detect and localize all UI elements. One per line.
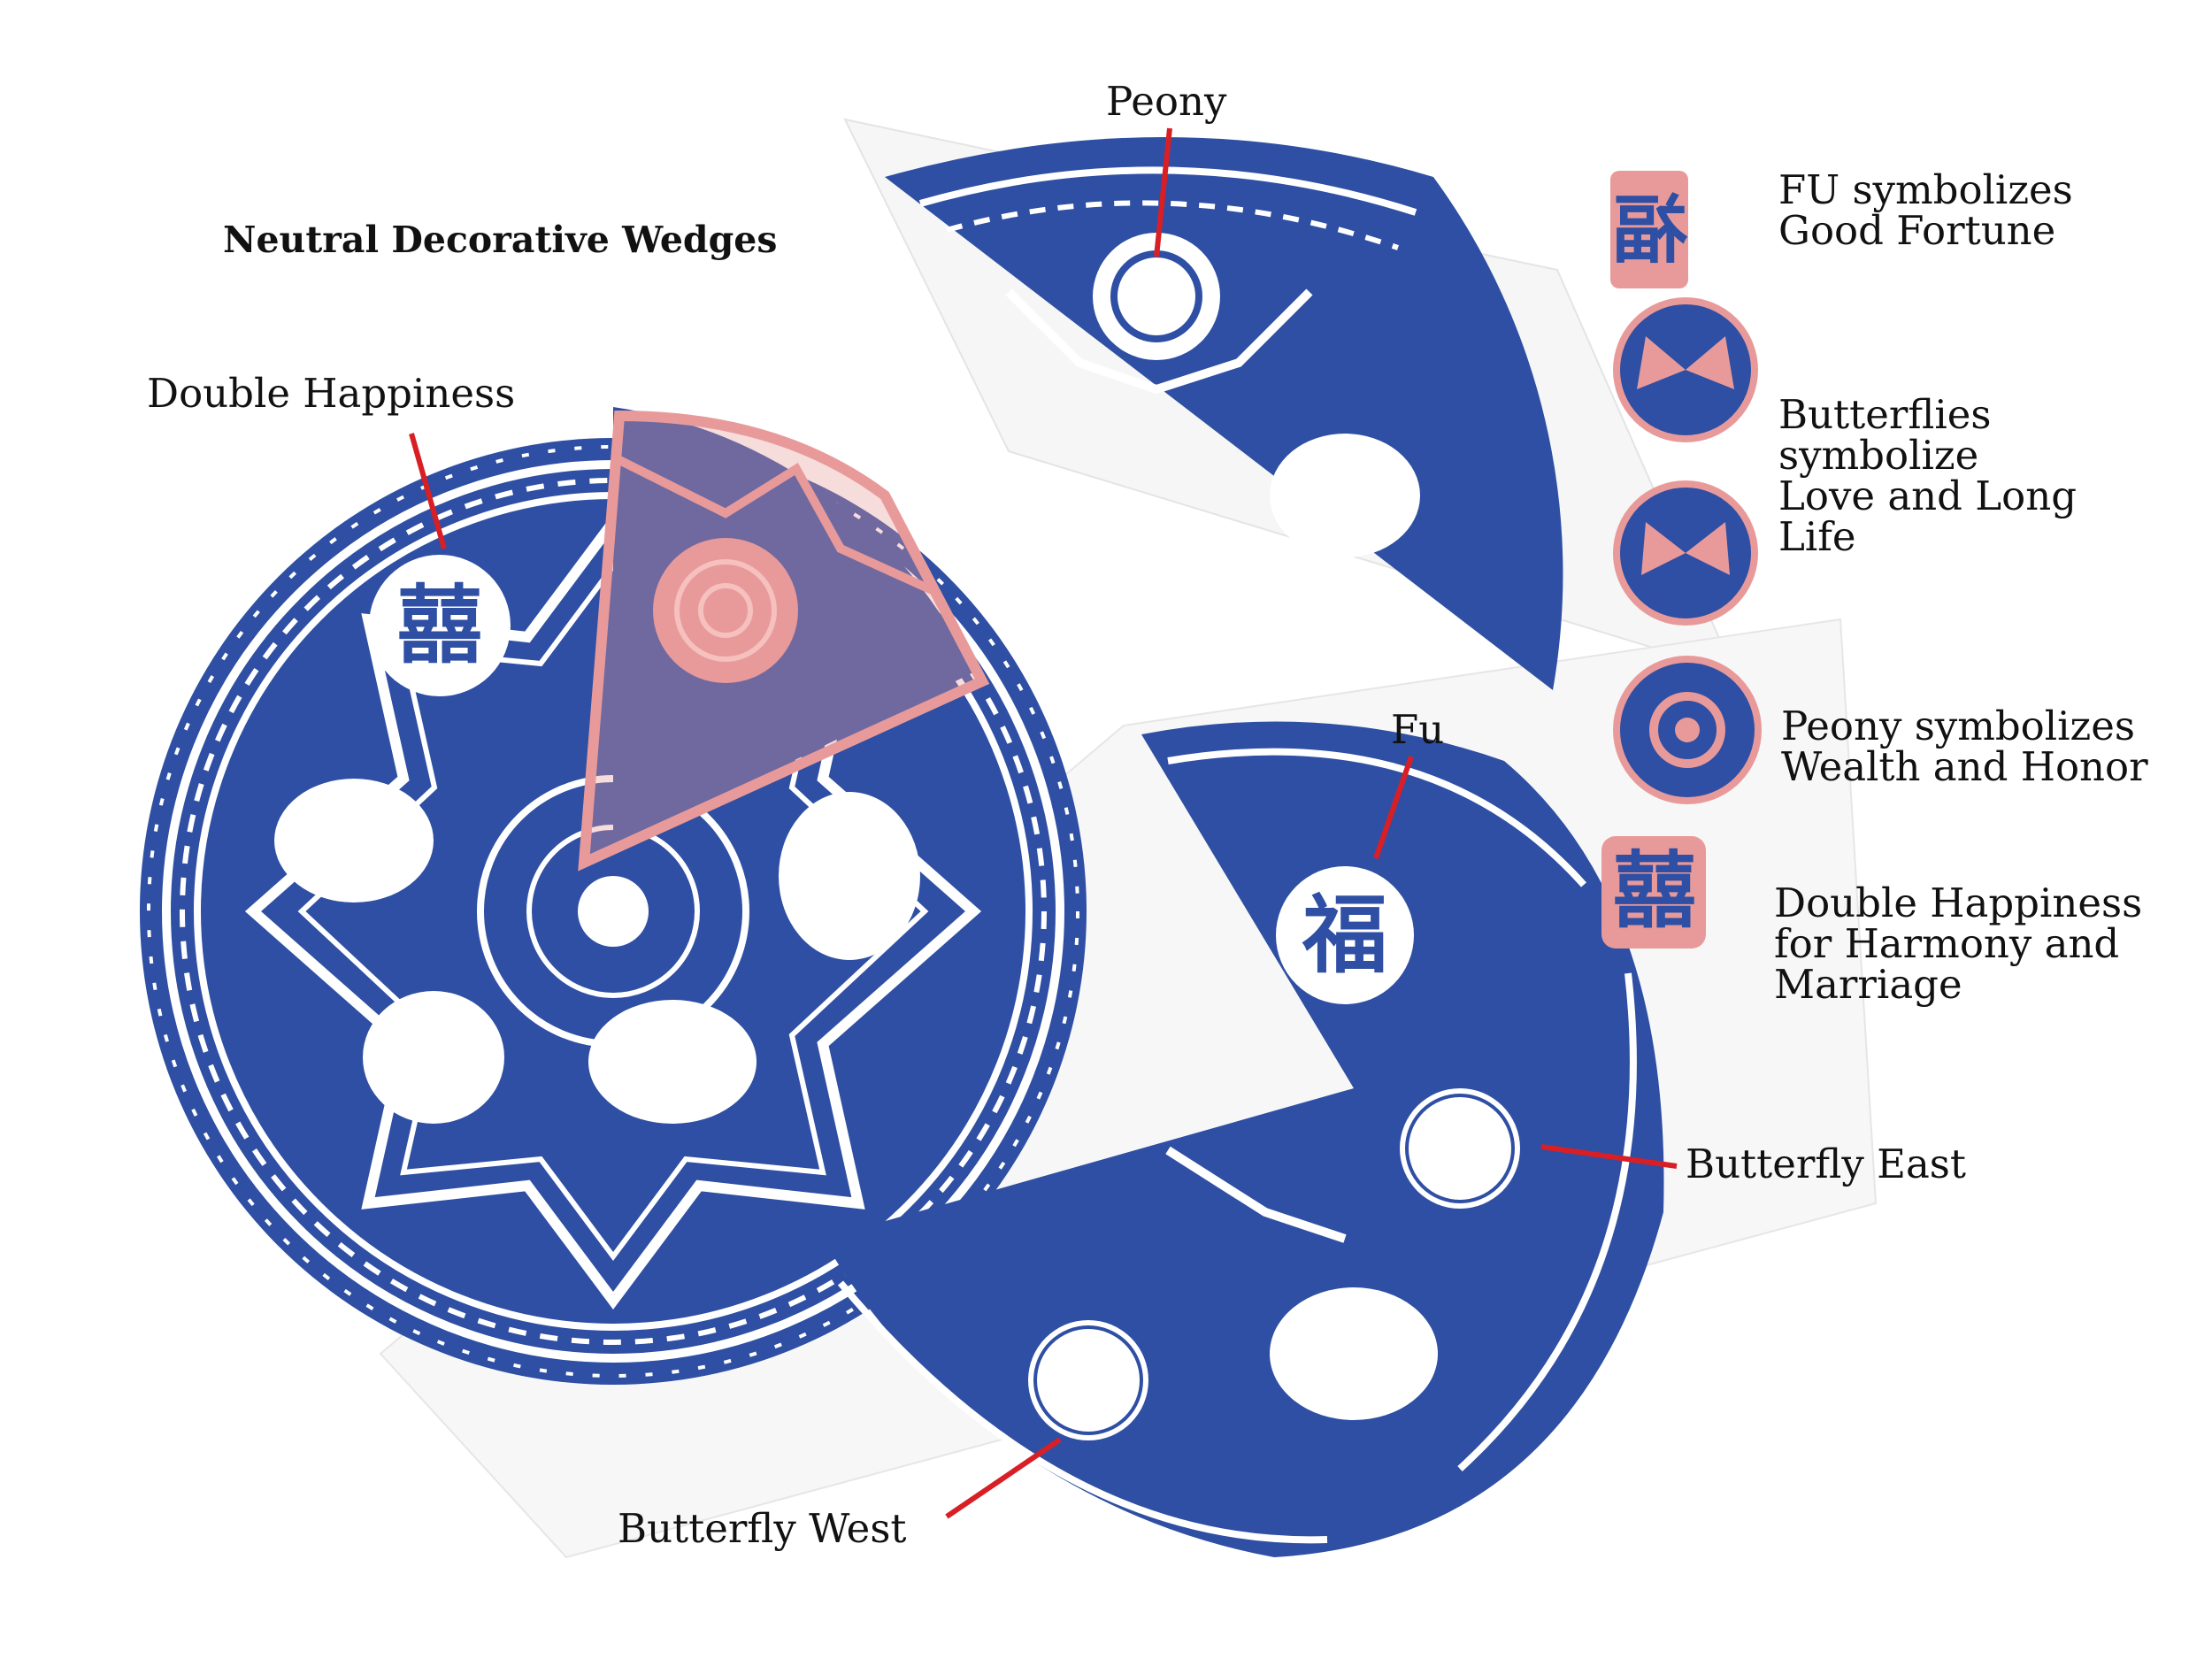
fu-stamp-glyph: 福 [1613,187,1688,273]
lower-wedge-print [823,721,1664,1557]
legend-double-happiness: Double Happiness for Harmony and Marriag… [1774,883,2142,1005]
callout-double-happiness: Double Happiness [147,370,516,417]
fu-glyph: 福 [1302,886,1387,985]
legend-stamps [1601,171,1762,949]
legend-fu: FU symbolizes Good Fortune [1778,170,2073,251]
double-happiness-glyph: 囍 [397,576,482,675]
callout-butterfly-west: Butterfly West [618,1505,907,1552]
legend-fu-line-1: FU symbolizes [1778,166,2073,213]
legend-double-happiness-line-1: Double Happiness [1774,879,2143,926]
legend-peony: Peony symbolizes Wealth and Honor [1781,706,2148,787]
legend-butterflies-line-3: Love and Long [1778,472,2078,519]
callout-butterfly-east: Butterfly East [1686,1141,1966,1187]
callout-lines [409,127,1678,1519]
callout-peony: Peony [1106,78,1227,125]
upper-wedge-print [885,137,1563,690]
legend-peony-line-2: Wealth and Honor [1781,743,2148,790]
double-happiness-stamp-icon [1601,836,1706,949]
double-happiness-stamp-glyph: 囍 [1612,843,1696,940]
callout-fu: Fu [1391,706,1445,753]
legend-double-happiness-line-3: Marriage [1774,961,1962,1008]
page-title: Neutral Decorative Wedges [223,219,778,261]
legend-butterflies: Butterflies symbolize Love and Long Life [1778,395,2077,557]
pink-stamp-wedge [578,407,990,872]
legend-peony-line-1: Peony symbolizes [1781,703,2135,749]
legend-butterflies-line-4: Life [1778,513,1856,560]
legend-butterflies-line-2: symbolize [1778,432,1979,479]
legend-fu-line-2: Good Fortune [1778,207,2056,254]
fu-stamp-icon [1610,171,1688,288]
legend-butterflies-line-1: Butterflies [1778,391,1992,438]
legend-double-happiness-line-2: for Harmony and [1774,920,2120,967]
